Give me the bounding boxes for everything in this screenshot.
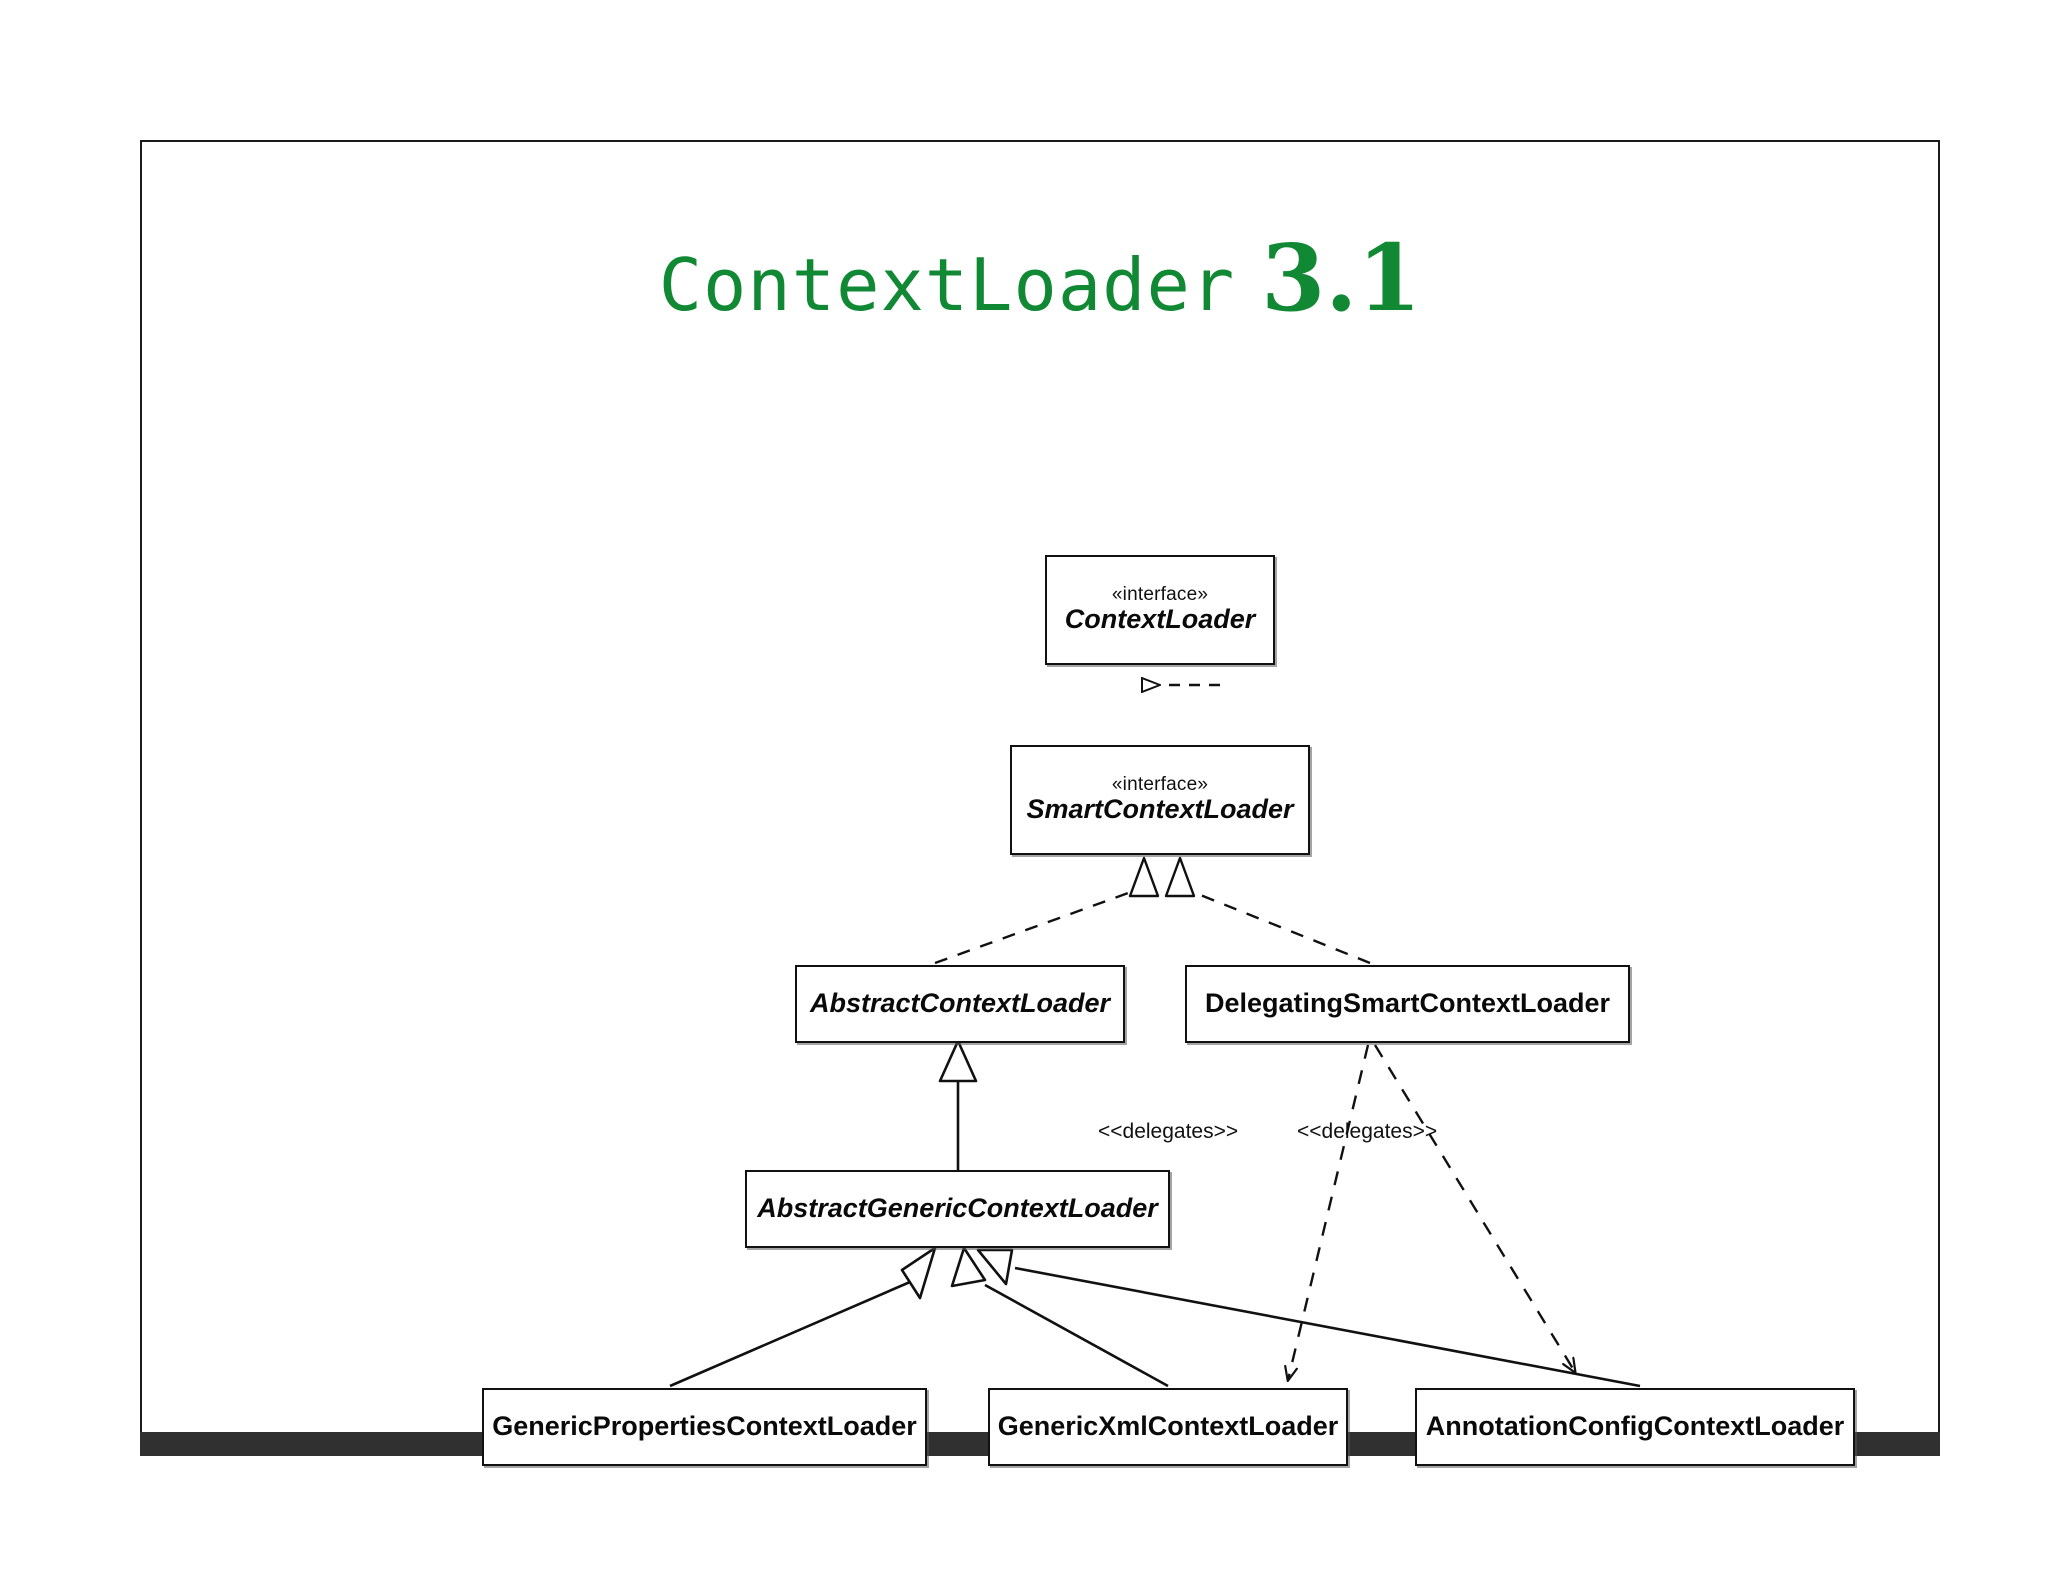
version-badge: 3.1: [1261, 224, 1422, 332]
page-title: ContextLoader: [658, 243, 1236, 327]
edge-label-delegates-left: <<delegates>>: [1098, 1120, 1239, 1143]
edge-abstractgeneric-to-abstract: [938, 1039, 978, 1170]
class-name: DelegatingSmartContextLoader: [1204, 988, 1611, 1019]
edge-abstract-to-smart: [934, 856, 1160, 965]
class-name: GenericPropertiesContextLoader: [492, 1411, 917, 1442]
class-name: ContextLoader: [1064, 604, 1256, 635]
stereotype-label: «interface»: [1111, 584, 1209, 606]
stereotype-label: «interface»: [1111, 774, 1209, 796]
class-name: AbstractGenericContextLoader: [757, 1193, 1158, 1224]
edge-delegating-to-smart: [1164, 856, 1371, 965]
uml-class-abstract-generic-context-loader[interactable]: AbstractGenericContextLoader: [745, 1170, 1170, 1248]
edge-delegates-annotationconfig: [1373, 1044, 1575, 1372]
edge-annotationconfig-to-abstractgeneric: [976, 1248, 1641, 1388]
edge-delegates-genericxml: [1288, 1044, 1370, 1380]
uml-class-smart-context-loader[interactable]: «interface» SmartContextLoader: [1010, 745, 1310, 855]
class-name: AnnotationConfigContextLoader: [1425, 1411, 1845, 1442]
edge-genericproperties-to-abstractgeneric: [669, 1246, 937, 1388]
uml-class-delegating-smart-context-loader[interactable]: DelegatingSmartContextLoader: [1185, 965, 1630, 1043]
uml-class-annotation-config-context-loader[interactable]: AnnotationConfigContextLoader: [1415, 1388, 1855, 1466]
edge-genericxml-to-abstractgeneric: [950, 1246, 1169, 1388]
class-name: GenericXmlContextLoader: [997, 1411, 1339, 1442]
class-name: AbstractContextLoader: [809, 988, 1111, 1019]
uml-class-context-loader[interactable]: «interface» ContextLoader: [1045, 555, 1275, 665]
uml-class-generic-properties-context-loader[interactable]: GenericPropertiesContextLoader: [482, 1388, 927, 1466]
uml-class-abstract-context-loader[interactable]: AbstractContextLoader: [795, 965, 1125, 1043]
uml-class-diagram: «interface» ContextLoader «interface» Sm…: [140, 140, 1940, 1466]
class-name: SmartContextLoader: [1026, 794, 1294, 825]
uml-class-generic-xml-context-loader[interactable]: GenericXmlContextLoader: [988, 1388, 1348, 1466]
edge-label-delegates-right: <<delegates>>: [1297, 1120, 1438, 1143]
